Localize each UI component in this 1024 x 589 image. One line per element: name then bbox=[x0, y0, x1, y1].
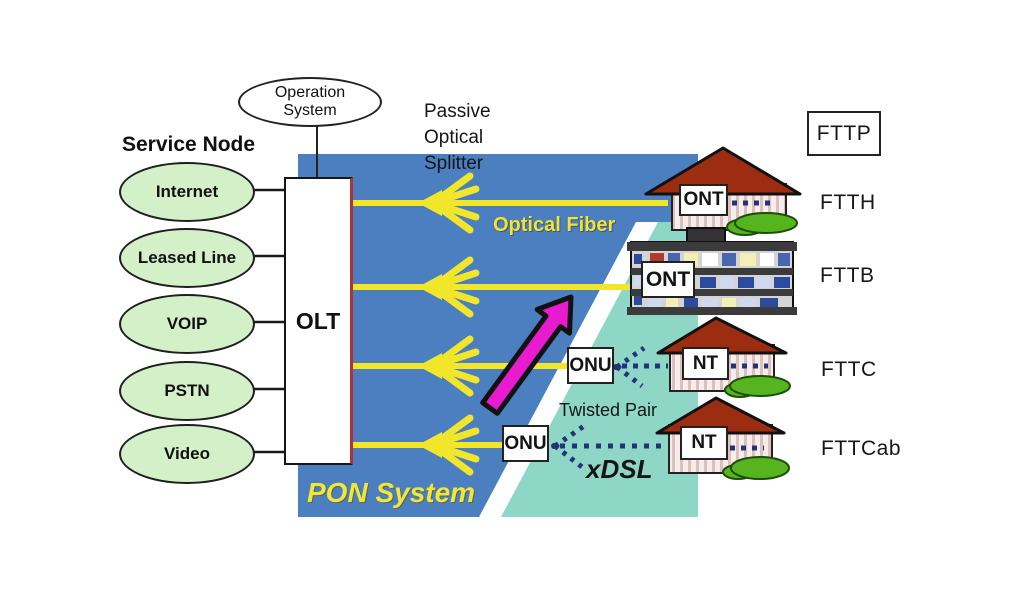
service-node-label: Video bbox=[164, 444, 210, 463]
passive-optical-splitter-label: Passive Optical Splitter bbox=[424, 101, 491, 174]
nt-box-fttcab: NT bbox=[680, 426, 728, 460]
ftth-label: FTTH bbox=[820, 191, 876, 214]
olt-label: OLT bbox=[295, 307, 341, 334]
service-node-pstn: PSTN bbox=[119, 361, 255, 421]
building-fttb bbox=[627, 227, 797, 315]
service-node-label: VOIP bbox=[166, 314, 208, 333]
optical-fiber-label: Optical Fiber bbox=[493, 214, 616, 236]
fttc-label: FTTC bbox=[821, 358, 877, 381]
splitter-icon-1 bbox=[418, 172, 480, 234]
service-node-video: Video bbox=[119, 424, 255, 484]
operation-system-node: Operation System bbox=[238, 77, 382, 127]
olt-node: OLT bbox=[284, 177, 353, 465]
upstream-direction-arrow bbox=[480, 294, 574, 416]
optical-splitters bbox=[418, 172, 480, 476]
twisted-pair-label: Twisted Pair bbox=[559, 400, 658, 420]
bush-icon bbox=[729, 375, 791, 397]
splitter-icon-3 bbox=[418, 335, 480, 397]
fttp-label: FTTP bbox=[816, 121, 872, 145]
splitter-icon-2 bbox=[418, 256, 480, 318]
twisted-pair-lines bbox=[551, 345, 668, 469]
service-node-leased-line: Leased Line bbox=[119, 228, 255, 288]
service-node-voip: VOIP bbox=[119, 294, 255, 354]
fttcab-label: FTTCab bbox=[821, 437, 902, 460]
service-node-label: Internet bbox=[155, 182, 219, 201]
twisted-pair-line-fttcab bbox=[551, 423, 666, 469]
fttb-label: FTTB bbox=[820, 264, 875, 287]
bush-icon bbox=[730, 456, 790, 480]
service-node-internet: Internet bbox=[119, 162, 255, 222]
house-ftth bbox=[644, 146, 802, 236]
pon-system-label: PON System bbox=[307, 477, 476, 508]
bush-icon bbox=[734, 212, 798, 234]
service-node-title: Service Node bbox=[122, 133, 256, 156]
splitter-icon-4 bbox=[418, 414, 480, 476]
operation-system-label-line2: System bbox=[283, 102, 337, 119]
fttp-label-box: FTTP bbox=[807, 111, 881, 156]
service-node-label: PSTN bbox=[164, 381, 210, 400]
building-windows bbox=[634, 253, 790, 307]
onu-box-fttcab: ONU bbox=[502, 425, 549, 462]
operation-system-label-line1: Operation bbox=[274, 84, 346, 101]
ont-box-ftth: ONT bbox=[679, 184, 728, 216]
nt-box-fttc: NT bbox=[682, 347, 729, 380]
xdsl-label: xDSL bbox=[586, 454, 653, 484]
twisted-pair-line-fttc bbox=[613, 345, 668, 388]
service-node-label: Leased Line bbox=[137, 248, 237, 267]
onu-box-fttc: ONU bbox=[567, 347, 614, 384]
ont-box-fttb: ONT bbox=[641, 261, 695, 298]
